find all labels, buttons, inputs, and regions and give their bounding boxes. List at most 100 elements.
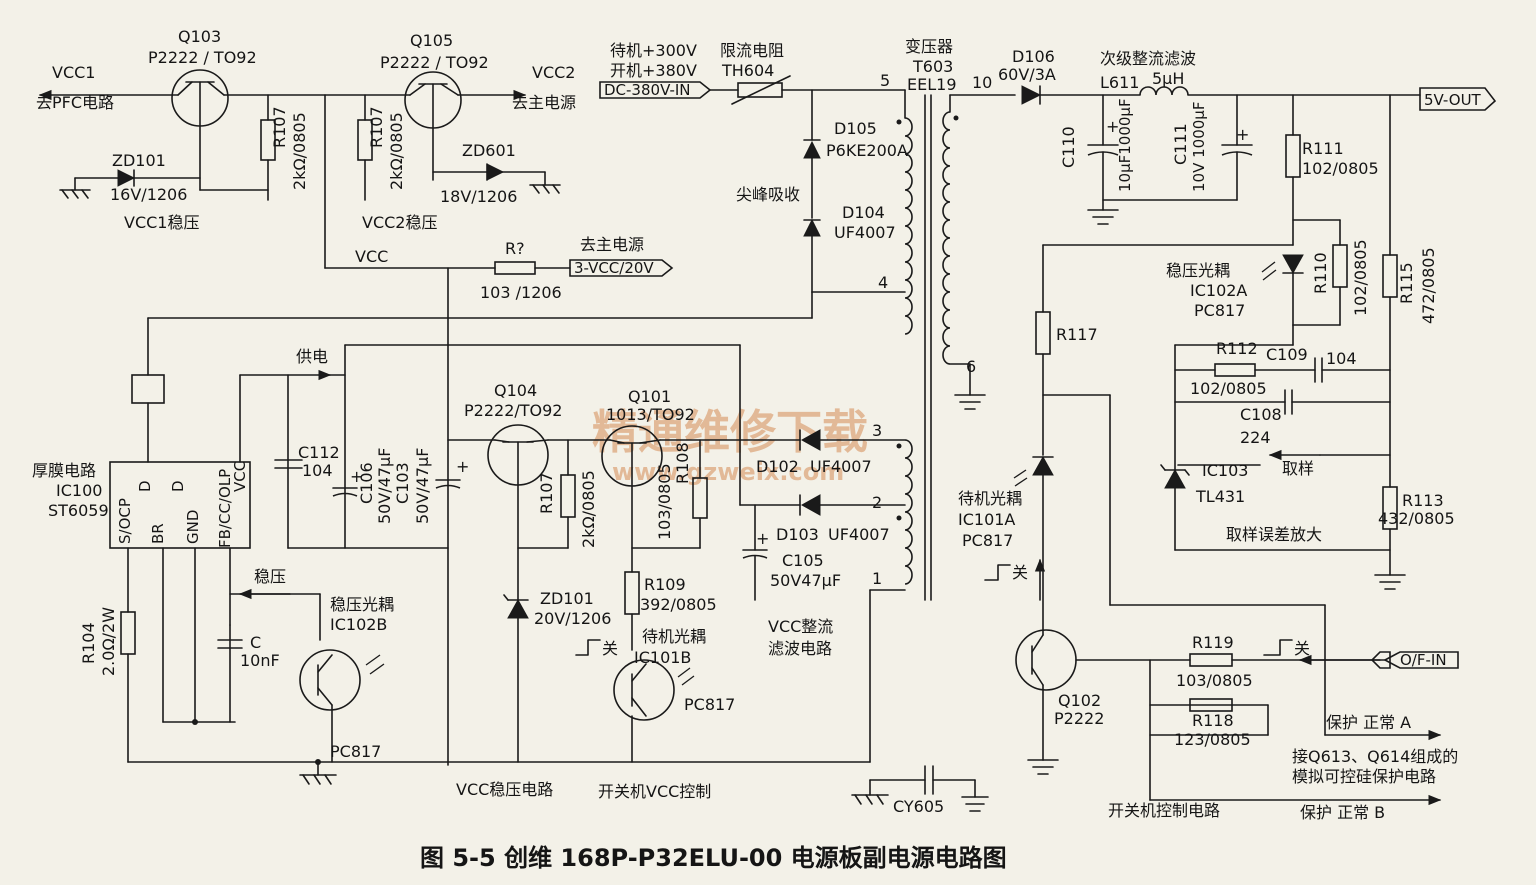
c111-ref: C111 xyxy=(1171,123,1190,165)
c112-ref: C112 xyxy=(298,443,340,462)
r107b-val: 2kΩ/0805 xyxy=(387,112,406,190)
r104-ref: R104 xyxy=(79,622,98,664)
spike-label: 尖峰吸收 xyxy=(736,185,800,204)
r107b-ref: R107 xyxy=(367,106,386,148)
sample-label: 取样 xyxy=(1282,459,1314,478)
r118-ref: R118 xyxy=(1192,711,1234,730)
c110-val: 10μF1000μF xyxy=(1116,98,1134,192)
r107c-val: 2kΩ/0805 xyxy=(579,470,598,548)
c109-ref: C109 xyxy=(1266,345,1308,364)
c105-plus: + xyxy=(756,529,769,548)
r119-ref: R119 xyxy=(1192,633,1234,652)
d102-ref: D102 xyxy=(756,457,799,476)
pin-10: 10 xyxy=(972,73,992,92)
ic102a-ref: IC102A xyxy=(1190,281,1247,300)
cy605-ref: CY605 xyxy=(893,797,944,816)
r119-val: 103/0805 xyxy=(1176,671,1253,690)
zd101a-val: 16V/1206 xyxy=(110,185,187,204)
vcc2-label: VCC2 xyxy=(532,63,575,82)
c103-plus: + xyxy=(456,457,469,476)
q103-val: P2222 / TO92 xyxy=(148,48,257,67)
zd101a-ref: ZD101 xyxy=(112,151,166,170)
r110-ref: R110 xyxy=(1311,252,1330,294)
note-q613b: 模拟可控硅保护电路 xyxy=(1292,767,1436,786)
c112-val: 104 xyxy=(302,461,333,480)
d106-ref: D106 xyxy=(1012,47,1055,66)
to-pfc-label: 去PFC电路 xyxy=(36,93,114,112)
q102-transistor xyxy=(1015,629,1077,691)
regulate-label: 稳压 xyxy=(254,567,286,586)
r107a-val: 2kΩ/0805 xyxy=(290,112,309,190)
pin-6: 6 xyxy=(966,357,976,376)
pin-1: 1 xyxy=(872,569,882,588)
ic100-name: 厚膜电路 xyxy=(32,461,96,480)
zd601-ref: ZD601 xyxy=(462,141,516,160)
zd101b-ref: ZD101 xyxy=(540,589,594,608)
r115-val: 472/0805 xyxy=(1419,247,1438,324)
c108-val: 224 xyxy=(1240,428,1271,447)
c103-ref: C103 xyxy=(393,462,412,504)
r107a-ref: R107 xyxy=(270,106,289,148)
vcc-filter2-label: 滤波电路 xyxy=(768,639,832,658)
r113-val: 432/0805 xyxy=(1378,509,1455,528)
on-380-label: 开机+380V xyxy=(610,61,697,80)
ic103-val: TL431 xyxy=(1195,487,1245,506)
ic102b-name: 稳压光耦 xyxy=(330,595,394,614)
ic102b-transistor xyxy=(299,649,361,711)
transformer-t603: 变压器 T603 EEL19 5 10 4 6 3 2 1 xyxy=(872,37,1016,601)
l611-val: 5μH xyxy=(1152,69,1184,88)
to-main1-label: 去主电源 xyxy=(512,93,576,112)
ic101a-val: PC817 xyxy=(962,531,1013,550)
c108-ref: C108 xyxy=(1240,405,1282,424)
d106-val: 60V/3A xyxy=(998,65,1056,84)
vcc1-label: VCC1 xyxy=(52,63,95,82)
vcc-supply-section: C112 104 + C106 50V/47μF + C103 50V/47μF… xyxy=(274,344,989,816)
d105-val: P6KE200A xyxy=(826,141,908,160)
t603-val: EEL19 xyxy=(907,75,957,94)
c-10n-ref: C xyxy=(250,633,261,652)
ic100-pin-d2: D xyxy=(169,480,187,492)
c-10n-val: 10nF xyxy=(240,651,280,670)
d104-val: UF4007 xyxy=(834,223,896,242)
ic100-pin-fb: FB/CC/OLP xyxy=(216,469,234,548)
ic100-pin-d1: D xyxy=(136,480,154,492)
vcc-filter1-label: VCC整流 xyxy=(768,617,833,636)
err-amp-label: 取样误差放大 xyxy=(1226,525,1322,544)
supply-label: 供电 xyxy=(296,347,328,366)
vcc2-reg-label: VCC2稳压 xyxy=(362,213,437,232)
secondary-label: 次级整流滤波 xyxy=(1100,49,1196,68)
out-5v-label: 5V-OUT xyxy=(1424,91,1482,109)
c106-plus: + xyxy=(350,467,363,486)
r112-ref: R112 xyxy=(1216,339,1258,358)
c111-plus: + xyxy=(1236,125,1249,144)
ic100-pin-br: BR xyxy=(149,523,167,544)
q104-ref: Q104 xyxy=(494,381,537,400)
rq-val: 103 /1206 xyxy=(480,283,562,302)
ic103-ref: IC103 xyxy=(1202,461,1248,480)
t603-name: 变压器 xyxy=(905,37,953,56)
rq-ref: R? xyxy=(505,239,525,258)
q101-val: 1013/TO92 xyxy=(606,405,695,424)
onoff-label-c: 关 xyxy=(602,639,618,658)
r118-val: 123/0805 xyxy=(1174,730,1251,749)
c110-plus: + xyxy=(1106,117,1119,136)
r113-ref: R113 xyxy=(1402,491,1444,510)
vcc-ctrl-label: 开关机VCC控制 xyxy=(598,782,711,801)
protect-a-label: 保护 正常 A xyxy=(1326,713,1411,732)
d104-ref: D104 xyxy=(842,203,885,222)
r110-val: 102/0805 xyxy=(1351,239,1370,316)
c103-val: 50V/47μF xyxy=(413,448,432,524)
ic100-pin-vcc: VCC xyxy=(231,461,249,492)
vcc-label: VCC xyxy=(355,247,388,266)
ic102b-ref: IC102B xyxy=(330,615,387,634)
c105-val: 50V47μF xyxy=(770,571,841,590)
c111-val: 10V 1000μF xyxy=(1190,102,1208,192)
r107c-ref: R107 xyxy=(537,472,556,514)
watermark-text: 精通维修下载 xyxy=(592,405,868,459)
dc-in-label: DC-380V-IN xyxy=(604,81,691,99)
vcc-20v-label: 3-VCC/20V xyxy=(574,259,654,277)
d102-val: UF4007 xyxy=(810,457,872,476)
standby-300-label: 待机+300V xyxy=(610,41,697,60)
t603-ref: T603 xyxy=(912,57,953,76)
